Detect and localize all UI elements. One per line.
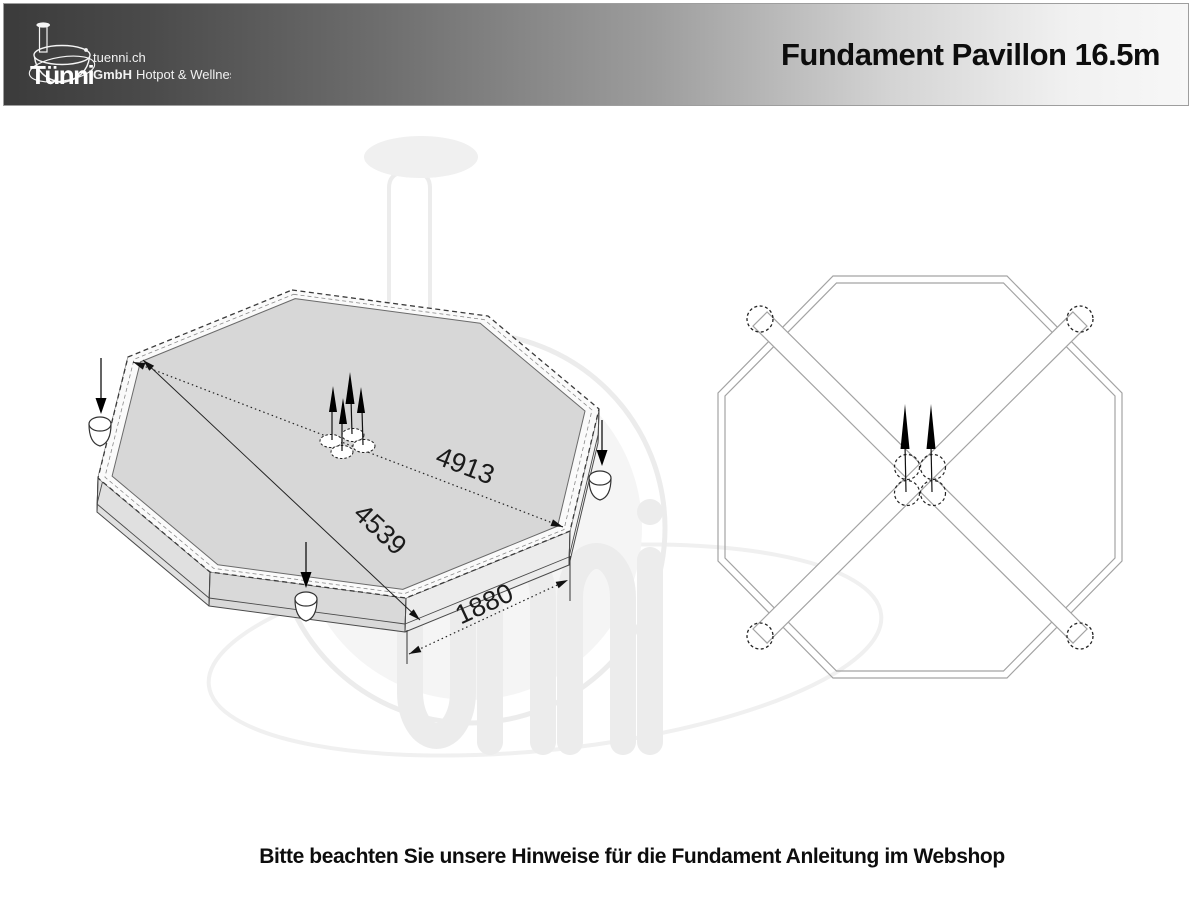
dim-arrow	[143, 360, 155, 371]
slab-rim-line	[104, 293, 593, 595]
foundation-top-view	[717, 275, 1123, 679]
octagon-inner	[724, 282, 1116, 672]
brand-wordmark: Tünni	[30, 60, 94, 90]
foundation-isometric-view: 4913 4539 1880	[88, 289, 612, 664]
cross-brace-ne-sw	[752, 311, 1088, 644]
center-anchor-cluster-top-view	[893, 404, 947, 507]
dim-arrow	[555, 580, 568, 589]
corner-anchor-right	[588, 420, 612, 501]
octagon-outer	[717, 275, 1123, 679]
hot-tub-icon	[28, 21, 96, 83]
dim-arrow	[409, 645, 422, 654]
slab-corner-edges	[96, 408, 600, 633]
corner-anchor-circles	[746, 305, 1094, 650]
brand-domain: tuenni.ch	[93, 50, 146, 65]
corner-anchor-front	[294, 542, 318, 622]
center-anchor-cluster	[319, 372, 376, 459]
footer-note: Bitte beachten Sie unsere Hinweise für d…	[259, 845, 1005, 868]
corner-anchor-left	[88, 358, 112, 447]
anchor-spikes	[329, 372, 365, 424]
dim-arrow	[408, 609, 420, 620]
anchor-shafts	[331, 397, 364, 451]
watermark-i-dot	[637, 499, 663, 525]
slab-top-surface	[111, 298, 586, 590]
watermark-chimney-cap	[364, 136, 478, 178]
page-title: Fundament Pavillon 16.5m	[780, 36, 1161, 72]
dim-arrow	[133, 362, 146, 370]
dim-arrow	[550, 519, 563, 527]
